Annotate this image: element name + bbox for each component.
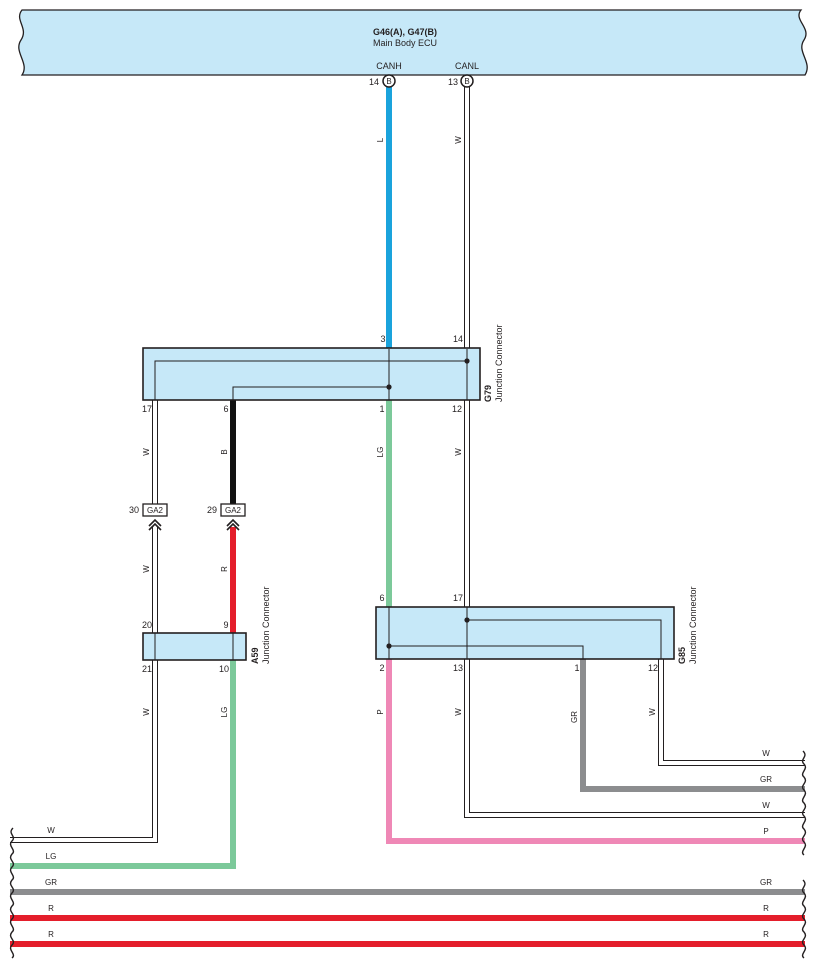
a59-pin-20: 20 [142, 620, 152, 630]
g79-connector [142, 347, 481, 401]
label-right-w-top: W [762, 749, 770, 758]
left-break-mark [9, 827, 15, 959]
g85-pin-17: 17 [453, 593, 463, 603]
a59-pin-10: 10 [219, 664, 229, 674]
label-ga2-30-wire: W [142, 565, 151, 573]
g79-pin-6: 6 [223, 404, 228, 414]
label-g79-1-wire: LG [376, 447, 385, 458]
ecu-terminal-canh: B [382, 74, 396, 88]
g85-pin-2: 2 [379, 663, 384, 673]
svg-text:GA2: GA2 [225, 506, 242, 515]
g79-pin-1: 1 [379, 404, 384, 414]
canh-label: CANH [376, 61, 402, 71]
g79-pin-12: 12 [452, 404, 462, 414]
label-canl-wire: W [454, 136, 463, 144]
ga2-connector-left: GA2 [142, 503, 168, 531]
ecu-body [18, 9, 808, 76]
wire-a59-10-lg [10, 660, 236, 869]
label-right-w-bottom: W [762, 801, 770, 810]
g79-name: Junction Connector [494, 324, 504, 402]
g79-pin-14: 14 [453, 334, 463, 344]
a59-pin-9: 9 [223, 620, 228, 630]
right-break-mark-lower [801, 879, 807, 959]
g85-name: Junction Connector [688, 586, 698, 664]
ecu-terminal-canl: B [460, 74, 474, 88]
label-a59-10-wire: LG [220, 707, 229, 718]
label-right-gr: GR [760, 775, 772, 784]
label-gr-right: GR [760, 878, 772, 887]
a59-pin-21: 21 [142, 664, 152, 674]
label-r2-right: R [763, 930, 769, 939]
g85-pin-6: 6 [379, 593, 384, 603]
g85-pin-1: 1 [574, 663, 579, 673]
svg-text:B: B [386, 77, 391, 86]
g79-pin-3: 3 [380, 334, 385, 344]
ecu-name: Main Body ECU [373, 38, 437, 48]
label-r1-left: R [48, 904, 54, 913]
g85-pin-12: 12 [648, 663, 658, 673]
g85-pin-13: 13 [453, 663, 463, 673]
wire-g85-1-gr [580, 659, 805, 792]
a59-connector [142, 632, 247, 661]
wire-g85-13-w [464, 659, 805, 818]
label-g85-13-wire: W [454, 708, 463, 716]
g79-code: G79 [483, 385, 493, 402]
label-g85-2-wire: P [376, 709, 385, 714]
label-r2-left: R [48, 930, 54, 939]
label-g79-6-wire: B [220, 449, 229, 454]
g85-connector [375, 606, 675, 660]
ecu-code: G46(A), G47(B) [373, 27, 437, 37]
canl-label: CANL [455, 61, 479, 71]
ga2-connector-right: GA2 [220, 503, 246, 531]
label-g79-12-wire: W [454, 448, 463, 456]
label-canh-wire: L [376, 137, 385, 142]
wire-g85-2-p [386, 659, 805, 844]
label-ga2-29-wire: R [220, 566, 229, 572]
label-g85-12-wire: W [648, 708, 657, 716]
label-g85-1-wire: GR [570, 711, 579, 723]
right-break-mark [801, 750, 807, 856]
g85-code: G85 [677, 647, 687, 664]
svg-text:GA2: GA2 [147, 506, 164, 515]
g79-pin-17: 17 [142, 404, 152, 414]
label-left-w: W [47, 826, 55, 835]
a59-name: Junction Connector [261, 586, 271, 664]
wire-a59-21-w [10, 660, 158, 843]
label-right-p: P [763, 827, 768, 836]
label-a59-21-wire: W [142, 708, 151, 716]
ecu-pin-canl: 13 [448, 77, 458, 87]
label-gr-left: GR [45, 878, 57, 887]
label-left-lg: LG [46, 852, 57, 861]
ecu-pin-canh: 14 [369, 77, 379, 87]
ga2-pin-29: 29 [207, 505, 217, 515]
label-g79-17-wire: W [142, 448, 151, 456]
ga2-pin-30: 30 [129, 505, 139, 515]
wire-g85-12-w [658, 659, 805, 766]
svg-text:B: B [464, 77, 469, 86]
a59-code: A59 [250, 647, 260, 664]
label-r1-right: R [763, 904, 769, 913]
